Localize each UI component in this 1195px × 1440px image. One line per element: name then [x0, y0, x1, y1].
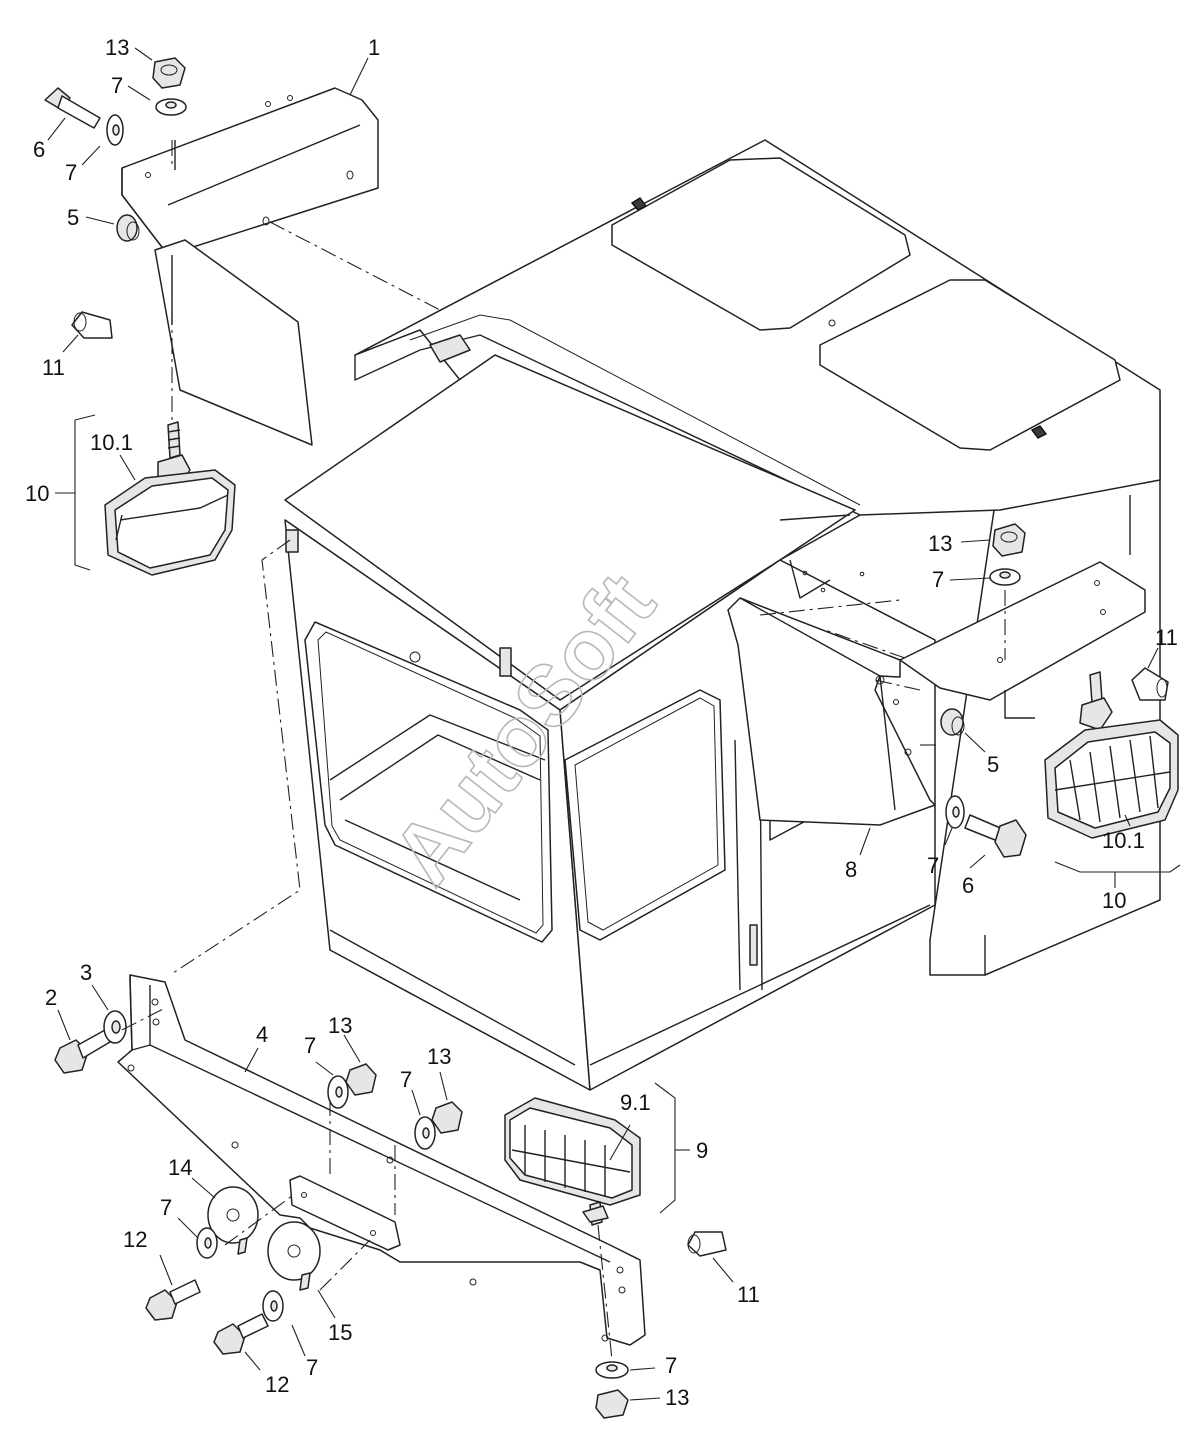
callout-12-a: 12 — [123, 1227, 147, 1252]
callout-10-right: 10 — [1102, 888, 1126, 913]
work-lamp-right — [1044, 671, 1179, 839]
callout-14: 14 — [168, 1155, 192, 1180]
callout-7-right-bottom: 7 — [927, 853, 939, 878]
work-lamp-9 — [504, 1097, 641, 1226]
callout-10-left: 10 — [25, 481, 49, 506]
callout-8: 8 — [845, 857, 857, 882]
callout-6-top-left: 6 — [33, 137, 45, 162]
callout-13-bottom: 13 — [665, 1385, 689, 1410]
callout-6-right: 6 — [962, 873, 974, 898]
callout-9: 9 — [696, 1138, 708, 1163]
callout-13-top: 13 — [105, 35, 129, 60]
callout-9-1: 9.1 — [620, 1090, 651, 1115]
callout-10-1-right: 10.1 — [1102, 828, 1145, 853]
hardware-front-bracket — [54, 1010, 727, 1419]
work-lamp-left — [104, 421, 236, 576]
callout-12-b: 12 — [265, 1372, 289, 1397]
callout-13-bracket-a: 13 — [328, 1013, 352, 1038]
callout-7-horn-a: 7 — [160, 1195, 172, 1220]
callout-5-right: 5 — [987, 752, 999, 777]
callout-7-bracket-a: 7 — [304, 1033, 316, 1058]
callout-leaders — [47, 47, 1159, 1401]
hardware-right — [940, 523, 1169, 858]
callout-7-top: 7 — [111, 73, 123, 98]
callout-labels: 1 2 3 4 5 5 6 6 7 7 7 7 7 7 7 7 7 7 8 9 … — [25, 35, 1178, 1410]
callout-7-top-left: 7 — [65, 160, 77, 185]
hardware-top-left — [44, 57, 187, 339]
callout-7-horn-b: 7 — [306, 1355, 318, 1380]
callout-4: 4 — [256, 1022, 268, 1047]
cab-assembly — [284, 139, 1161, 1091]
assembly-centre-lines — [121, 140, 1006, 1361]
callout-2: 2 — [45, 985, 57, 1010]
callout-11-left: 11 — [42, 355, 65, 380]
callout-1: 1 — [368, 35, 380, 60]
callout-13-right: 13 — [928, 531, 952, 556]
callout-11-right: 11 — [1155, 625, 1178, 650]
callout-7-bracket-b: 7 — [400, 1067, 412, 1092]
callout-7-right-top: 7 — [932, 567, 944, 592]
callout-5-top-left: 5 — [67, 205, 79, 230]
bracket-part-8 — [727, 561, 1146, 826]
bracket-part-1 — [121, 87, 379, 446]
bracket-part-4 — [117, 974, 646, 1346]
callout-11-bottom: 11 — [737, 1282, 760, 1307]
callout-13-bracket-b: 13 — [427, 1044, 451, 1069]
callout-15: 15 — [328, 1320, 352, 1345]
callout-7-bottom: 7 — [665, 1353, 677, 1378]
callout-3: 3 — [80, 960, 92, 985]
callout-10-1-left: 10.1 — [90, 430, 133, 455]
